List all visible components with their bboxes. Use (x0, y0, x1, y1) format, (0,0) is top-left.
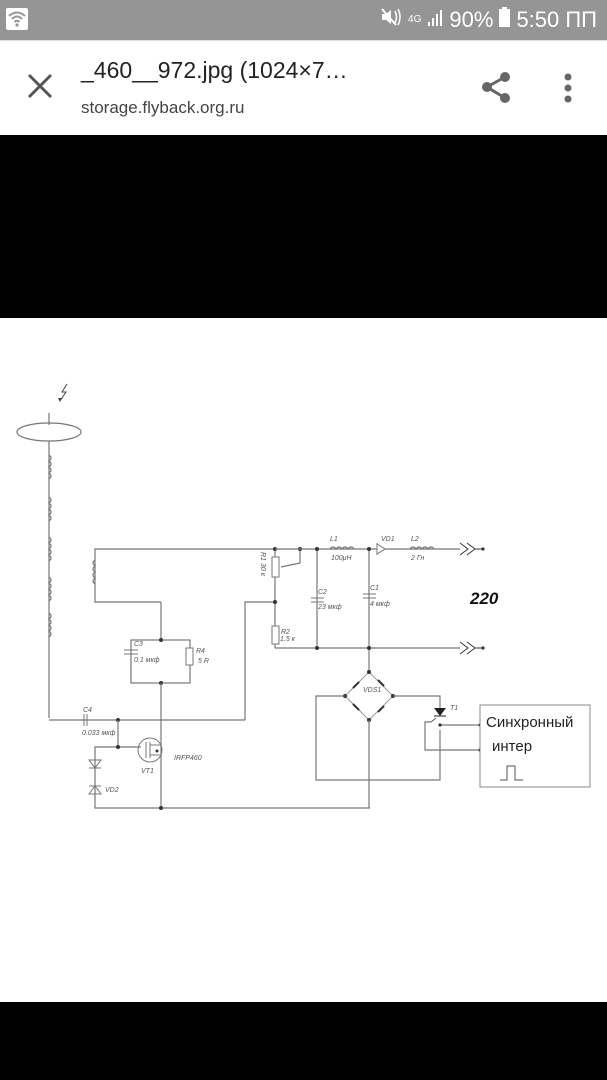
battery-level: 90% (449, 7, 494, 32)
c4-value: 0.033 мкф (82, 730, 116, 737)
secondary-coil (48, 441, 52, 718)
r1-label: R1 (259, 552, 266, 561)
c3-value: 0.1 мкф (134, 657, 160, 664)
potentiometer-r1 (271, 556, 280, 578)
wifi-icon (6, 8, 28, 30)
l1-label: L1 (330, 536, 338, 543)
more-vert-icon (564, 73, 572, 103)
vd2-label: VD2 (105, 787, 119, 794)
image-viewer[interactable]: C3 0.1 мкф R4 5 R C4 0.033 мкф VD2 VT1 I… (0, 318, 607, 1002)
diode-bridge-vds1 (344, 671, 394, 721)
thyristor-t1 (430, 708, 446, 723)
zener-vd2 (88, 759, 102, 795)
resistor-r2 (271, 625, 280, 645)
l1-value: 100μH (331, 555, 353, 562)
vds1-label: VDS1 (363, 687, 381, 694)
app-bar: _460__972.jpg (1024×7… storage.flyback.o… (0, 40, 607, 135)
status-bar: 4G 90% 5:50 ПП (0, 0, 607, 40)
r2-label: R2 (281, 629, 290, 636)
l2-label: L2 (411, 536, 419, 543)
pulse-icon (500, 765, 523, 781)
r2-value: 1.5 к (280, 636, 296, 643)
r4-label: R4 (196, 648, 205, 655)
c3-label: C3 (134, 641, 143, 648)
clock: 5:50 ПП (516, 7, 597, 32)
share-button[interactable] (474, 65, 518, 109)
r1-value: 30 к (259, 563, 266, 577)
more-options-button[interactable] (550, 65, 586, 109)
resistor-r4 (185, 647, 194, 666)
c2-label: C2 (318, 589, 327, 596)
share-icon (482, 72, 510, 103)
r4-value: 5 R (198, 658, 209, 665)
schematic-diagram: C3 0.1 мкф R4 5 R C4 0.033 мкф VD2 VT1 I… (16, 383, 591, 810)
close-icon (27, 73, 53, 99)
vd1-label: VD1 (381, 536, 395, 543)
spark-icon (58, 383, 68, 402)
primary-coil (92, 548, 275, 640)
signal-icon (427, 7, 443, 33)
c4-label: C4 (83, 707, 92, 714)
c1-label: C1 (370, 585, 379, 592)
sync-box-line2: интер (492, 738, 532, 755)
mute-icon (380, 7, 402, 33)
torus-electrode (16, 422, 82, 442)
network-type: 4G (408, 14, 422, 25)
sync-box-line1: Синхронный (486, 714, 573, 731)
connector-bottom (459, 641, 485, 655)
c1-value: 4 мкф (370, 601, 390, 608)
sync-interrupter-box (479, 704, 591, 788)
page-url: storage.flyback.org.ru (81, 98, 245, 117)
capacitor-c3 (124, 649, 138, 655)
vt1-value: IRFP460 (174, 755, 202, 762)
connector-top (459, 542, 485, 556)
c2-value: 23 мкф (317, 604, 342, 611)
vt1-label: VT1 (141, 768, 154, 775)
t1-label: T1 (450, 705, 458, 712)
battery-icon (499, 7, 511, 33)
voltage-label: 220 (469, 589, 499, 608)
diode-vd1 (376, 543, 386, 555)
l2-value: 2 Гн (410, 555, 424, 562)
close-button[interactable] (20, 66, 60, 106)
page-title: _460__972.jpg (1024×7… (81, 57, 348, 83)
mosfet-vt1 (137, 737, 163, 763)
